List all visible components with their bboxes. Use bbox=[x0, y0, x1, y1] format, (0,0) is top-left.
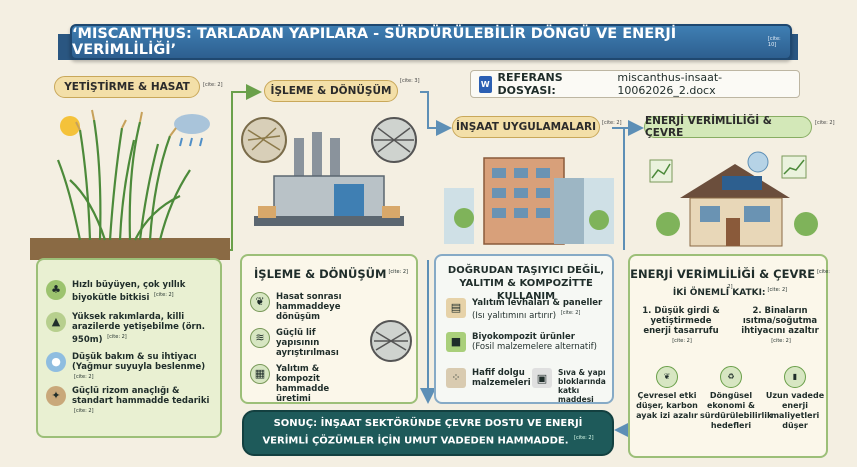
processing-panel: İŞLEME & DÖNÜŞÜM[cite: 2] ❦ Hasat sonras… bbox=[240, 254, 418, 404]
water-drop-icon: ● bbox=[46, 352, 66, 372]
construction-title: DOĞRUDAN TAŞIYICI DEĞİL, YALITIM & KOMPO… bbox=[447, 265, 605, 302]
item-text: Yalıtım levhaları & paneller bbox=[472, 298, 603, 308]
list-item: ❦ Hasat sonrası hammaddeye dönüşüm bbox=[250, 292, 360, 322]
stage-processing-label: İŞLEME & DÖNÜŞÜM bbox=[270, 85, 392, 97]
benefit-item: ♻ Döngüsel ekonomi & sürdürülebilirlik h… bbox=[700, 366, 772, 431]
benefit-item: ❦ Çevresel etki düşer, karbon ayak izi a… bbox=[636, 366, 698, 421]
reference-filename: miscanthus-insaat-10062026_2.docx bbox=[617, 71, 723, 97]
conclusion-banner: SONUÇ: İNŞAAT SEKTÖRÜNDE ÇEVRE DOSTU VE … bbox=[242, 410, 614, 456]
stage-cultivation-cite: [cite: 2] bbox=[203, 82, 223, 88]
leaf-icon: ❦ bbox=[250, 292, 270, 312]
item-text: Hasat sonrası hammaddeye dönüşüm bbox=[276, 292, 342, 322]
reference-label: REFERANS DOSYASI: bbox=[497, 71, 563, 97]
point-cite: [cite: 2] bbox=[672, 338, 692, 344]
stage-construction: İNŞAAT UYGULAMALARI bbox=[452, 116, 600, 138]
processing-title-cite: [cite: 2] bbox=[388, 269, 408, 275]
fiber-icon: ≋ bbox=[250, 328, 270, 348]
recycle-icon: ♻ bbox=[720, 366, 742, 388]
list-item: ▣ Sıva & yapı bloklarında katkı maddesi bbox=[532, 368, 614, 404]
panel-icon: ▤ bbox=[446, 298, 466, 318]
energy-point-2: 2. Binaların ısıtma/soğutma ihtiyacını a… bbox=[734, 306, 826, 349]
stage-energy: ENERJİ VERİMLİLİĞİ & ÇEVRE bbox=[644, 115, 812, 139]
list-item: ✦ Güçlü rizom anaçlığı & standart hammad… bbox=[46, 386, 216, 419]
reference-file[interactable]: W REFERANS DOSYASI: miscanthus-insaat-10… bbox=[470, 70, 800, 98]
bar-chart-icon: ▮ bbox=[784, 366, 806, 388]
processing-title-text: İŞLEME & DÖNÜŞÜM bbox=[254, 266, 387, 281]
item-text: Hızlı büyüyen, çok yıllık biyokütle bitk… bbox=[72, 280, 186, 303]
conclusion-cite: [cite: 2] bbox=[574, 435, 594, 442]
energy-subtitle: İKİ ÖNEMLİ KATKI:[cite: 2] bbox=[630, 284, 830, 300]
item-sub: (Fosil malzemelere alternatif) bbox=[472, 342, 597, 352]
energy-subtitle-text: İKİ ÖNEMLİ KATKI: bbox=[672, 288, 766, 298]
root-icon: ✦ bbox=[46, 386, 66, 406]
list-item: ♣ Hızlı büyüyen, çok yıllık biyokütle bi… bbox=[46, 280, 216, 303]
stage-processing: İŞLEME & DÖNÜŞÜM bbox=[264, 80, 398, 102]
stage-energy-cite: [cite: 2] bbox=[815, 120, 835, 126]
item-text: Sıva & yapı bloklarında katkı maddesi bbox=[558, 368, 606, 404]
title-text: ‘MISCANTHUS: TARLADAN YAPILARA - SÜRDÜRÜ… bbox=[72, 26, 677, 58]
benefit-item: ▮ Uzun vadede enerji maliyetleri düşer bbox=[764, 366, 826, 431]
stage-cultivation: YETİŞTİRME & HASAT bbox=[54, 76, 200, 98]
insulation-icon: ▦ bbox=[250, 364, 270, 384]
list-item: ■ Biyokompozit ürünler(Fosil malzemelere… bbox=[446, 332, 606, 352]
building-illustration bbox=[444, 157, 614, 245]
item-cite: [cite: 2] bbox=[560, 310, 581, 316]
energy-point-1: 1. Düşük girdi & yetiştirmede enerji tas… bbox=[636, 306, 726, 349]
benefit-text: Çevresel etki düşer, karbon ayak izi aza… bbox=[636, 391, 698, 420]
list-item: ▦ Yalıtım & kompozit hammadde üretimi bbox=[250, 364, 360, 404]
cultivation-panel: ♣ Hızlı büyüyen, çok yıllık biyokütle bi… bbox=[36, 258, 222, 438]
list-item: ▤ Yalıtım levhaları & paneller (Isı yalıt… bbox=[446, 298, 606, 321]
house-illustration bbox=[649, 151, 818, 247]
stage-processing-cite: [cite: 3] bbox=[400, 78, 420, 84]
block-icon: ▣ bbox=[532, 368, 552, 388]
list-item: ● Düşük bakım & su ihtiyacı (Yağmur suyu… bbox=[46, 352, 218, 385]
leaf-circle-icon: ❦ bbox=[656, 366, 678, 388]
item-cite: [cite: 2] bbox=[154, 292, 174, 298]
processing-title: İŞLEME & DÖNÜŞÜM[cite: 2] bbox=[242, 266, 420, 281]
item-text: Güçlü rizom anaçlığı & standart hammadde… bbox=[72, 386, 210, 406]
point-text: 2. Binaların ısıtma/soğutma ihtiyacını a… bbox=[741, 306, 819, 336]
item-text: Yüksek rakımlarda, killi arazilerde yeti… bbox=[72, 312, 205, 345]
item-cite: [cite: 2] bbox=[107, 334, 127, 340]
energy-title: ENERJİ VERİMLİLİĞİ & ÇEVRE [cite: 2] bbox=[630, 266, 830, 296]
fill-icon: ⁘ bbox=[446, 368, 466, 388]
energy-title-text: ENERJİ VERİMLİLİĞİ & ÇEVRE bbox=[630, 266, 816, 281]
list-item: ▲ Yüksek rakımlarda, killi arazilerde ye… bbox=[46, 312, 216, 345]
item-text: Hafif dolgu malzemeleri bbox=[472, 368, 531, 388]
stage-cultivation-label: YETİŞTİRME & HASAT bbox=[64, 81, 190, 93]
word-document-icon: W bbox=[479, 75, 492, 93]
item-sub: (Isı yalıtımını artırır) bbox=[472, 310, 557, 321]
factory-illustration bbox=[241, 117, 417, 226]
point-text: 1. Düşük girdi & yetiştirmede enerji tas… bbox=[642, 306, 720, 336]
list-item: ≋ Güçlü lif yapısının ayrıştırılması bbox=[250, 328, 360, 358]
item-text: Güçlü lif yapısının ayrıştırılması bbox=[276, 328, 339, 358]
cube-icon: ■ bbox=[446, 332, 466, 352]
page-title: ‘MISCANTHUS: TARLADAN YAPILARA - SÜRDÜRÜ… bbox=[70, 24, 792, 60]
conclusion-text: SONUÇ: İNŞAAT SEKTÖRÜNDE ÇEVRE DOSTU VE … bbox=[262, 418, 583, 447]
title-cite: [cite: 10] bbox=[767, 36, 781, 48]
benefit-text: Uzun vadede enerji maliyetleri düşer bbox=[765, 391, 825, 430]
point-cite: [cite: 2] bbox=[771, 338, 791, 344]
item-text: Biyokompozit ürünler bbox=[472, 332, 575, 342]
list-item: ⁘ Hafif dolgu malzemeleri bbox=[446, 368, 531, 388]
grass-field-illustration bbox=[30, 109, 230, 260]
construction-panel: DOĞRUDAN TAŞIYICI DEĞİL, YALITIM & KOMPO… bbox=[434, 254, 614, 404]
benefit-text: Döngüsel ekonomi & sürdürülebilirlik hed… bbox=[700, 391, 773, 430]
stage-energy-label: ENERJİ VERİMLİLİĞİ & ÇEVRE bbox=[645, 115, 772, 139]
plant-icon: ♣ bbox=[46, 280, 66, 300]
item-cite: [cite: 2] bbox=[74, 408, 94, 414]
mountain-icon: ▲ bbox=[46, 312, 66, 332]
fiber-closeup-icon bbox=[370, 320, 412, 362]
item-cite: [cite: 2] bbox=[74, 374, 94, 380]
item-text: Yalıtım & kompozit hammadde üretimi bbox=[276, 364, 330, 404]
stage-construction-cite: [cite: 2] bbox=[602, 120, 622, 126]
item-text: Düşük bakım & su ihtiyacı (Yağmur suyuyl… bbox=[72, 352, 206, 372]
rain-cloud-icon bbox=[174, 114, 210, 134]
energy-title-cite: [cite: 2] bbox=[727, 269, 830, 290]
sun-icon bbox=[60, 116, 80, 136]
energy-panel: ENERJİ VERİMLİLİĞİ & ÇEVRE [cite: 2] İKİ … bbox=[628, 254, 830, 458]
energy-subtitle-cite: [cite: 2] bbox=[767, 287, 788, 293]
stage-construction-label: İNŞAAT UYGULAMALARI bbox=[456, 121, 596, 133]
